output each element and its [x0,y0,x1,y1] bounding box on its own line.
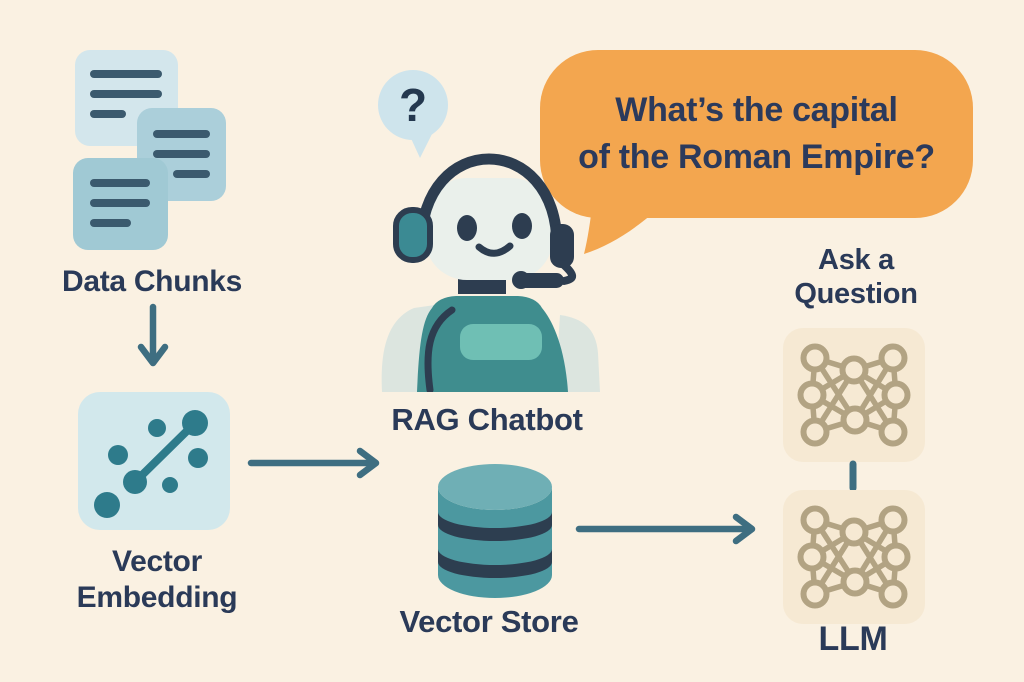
question-mark-bubble: ? [378,70,448,140]
vector-store-label: Vector Store [399,604,579,639]
document-card-front [73,158,168,250]
scatter-plot-icon [78,392,230,530]
speech-bubble-tail [584,208,652,254]
speech-bubble: What’s the capital of the Roman Empire? [540,50,973,218]
speech-bubble-line1: What’s the capital [615,91,898,129]
robot-headset-icon [381,153,600,392]
vector-embedding-label: Vector Embedding [76,545,238,614]
connector-line [849,460,857,492]
database-cylinder-icon [438,464,552,598]
speech-bubble-line2: of the Roman Empire? [578,138,935,176]
llm-label: LLM [818,620,888,658]
question-mark: ? [398,79,428,131]
arrow-right-store-icon [575,513,756,545]
data-chunks-label: Data Chunks [61,265,243,298]
ask-question-neural-network-icon [783,328,925,462]
ask-question-label: Ask a Question [794,244,918,310]
arrow-right-embedding-icon [247,447,380,479]
arrow-down-icon [137,303,169,367]
thought-bubble-tail [409,134,432,158]
document-card-back [75,50,178,146]
llm-neural-network-icon [783,490,925,624]
rag-chatbot-label: RAG Chatbot [391,402,583,437]
